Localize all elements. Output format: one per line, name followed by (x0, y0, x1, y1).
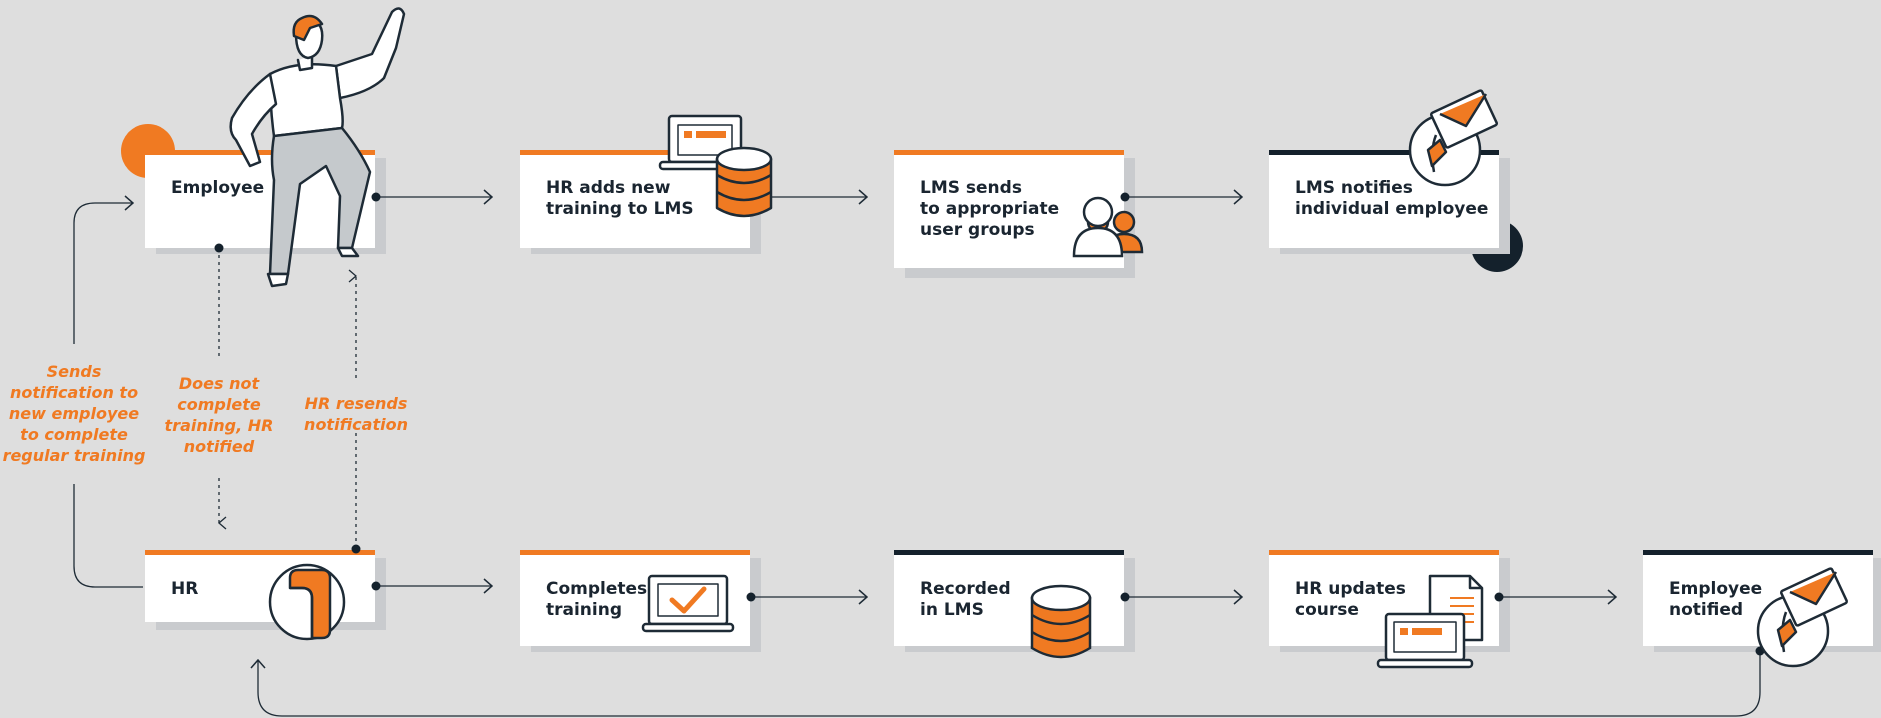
envelope-hand-icon (1408, 89, 1498, 187)
connector-dots (214, 192, 1765, 656)
laptop-database-icon (658, 114, 773, 218)
envelope-hand-icon (1756, 567, 1848, 668)
person-waving-icon (229, 7, 406, 288)
database-icon (1030, 584, 1092, 659)
hr-badge-icon (268, 563, 346, 641)
user-group-icon (1072, 196, 1144, 258)
laptop-check-icon (641, 574, 735, 633)
document-laptop-icon (1376, 574, 1484, 669)
node-employee-label: Employee (171, 178, 265, 198)
node-hr-label: HR (171, 579, 199, 599)
connectors (73, 197, 1761, 717)
